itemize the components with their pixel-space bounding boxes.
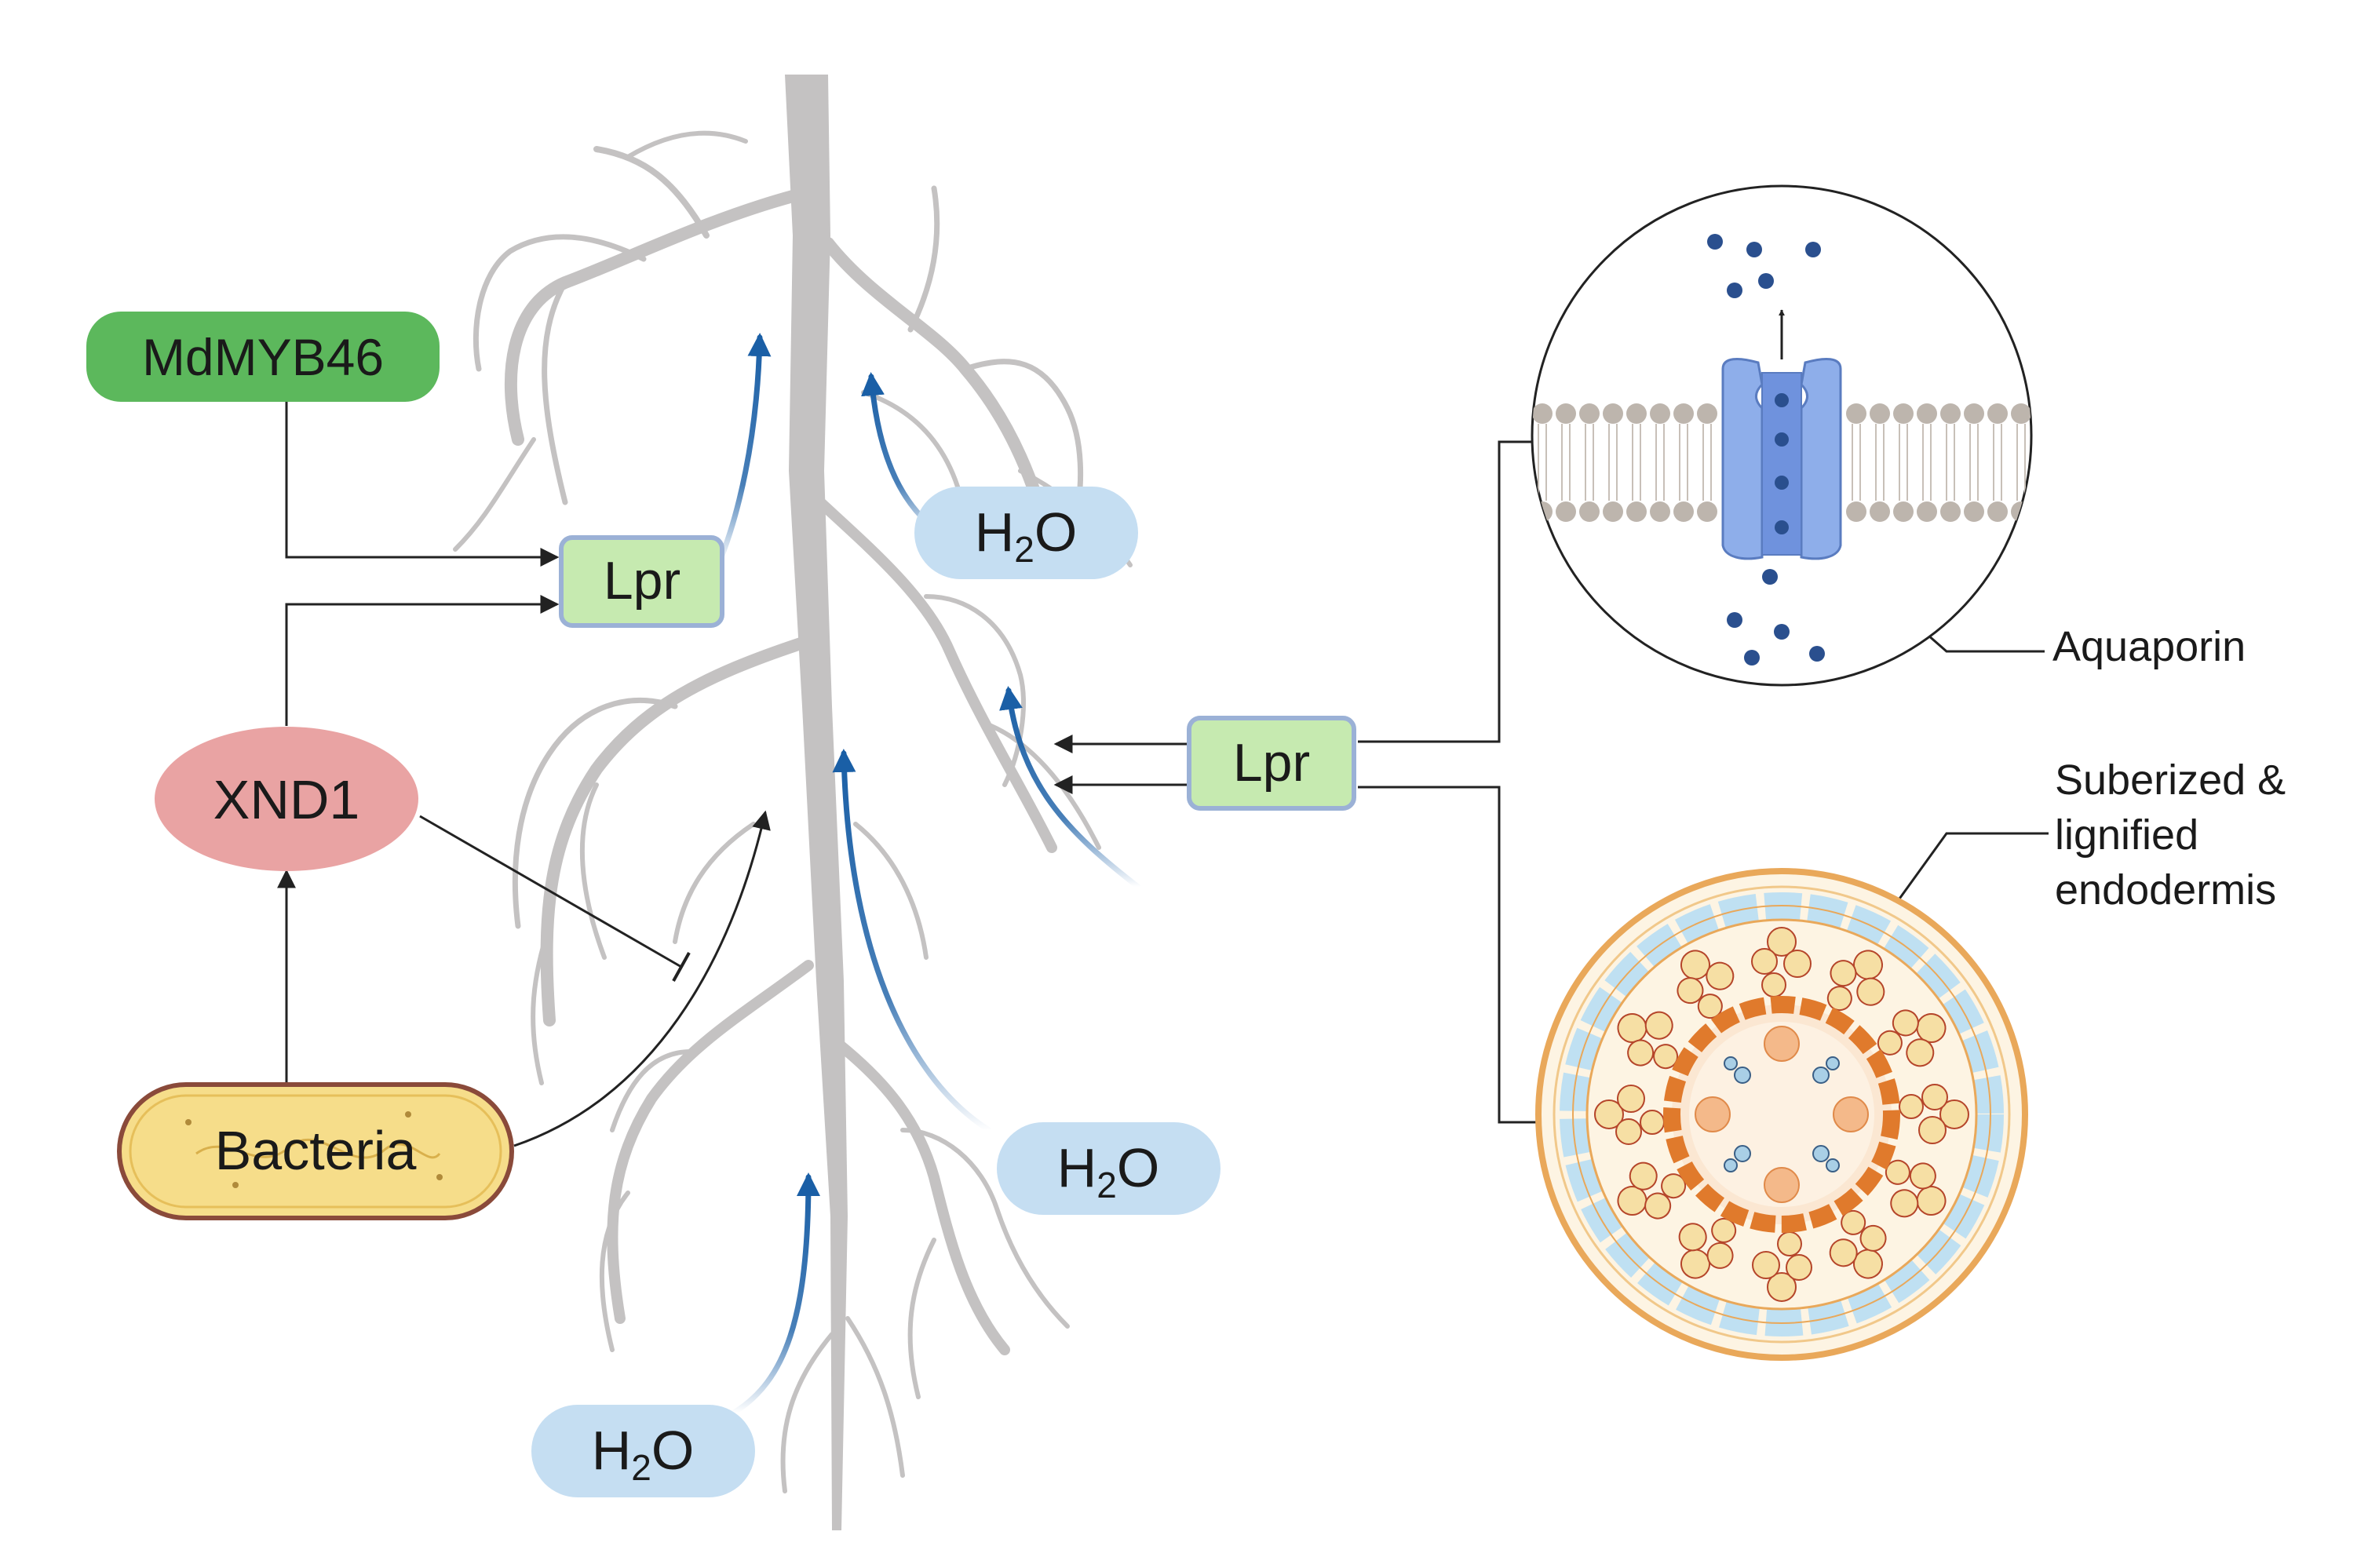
svg-text:H2O: H2O xyxy=(975,501,1078,570)
endodermis-label-line2: lignified xyxy=(2055,811,2198,859)
endodermis-label-line1: Suberized & xyxy=(2055,757,2286,804)
aquaporin-label: Aquaporin xyxy=(2052,623,2246,670)
mdmyb46-label: MdMYB46 xyxy=(142,328,384,386)
inhibit-xnd1-to-root xyxy=(419,815,682,968)
bacteria-label: Bacteria xyxy=(215,1120,417,1181)
water-pill: H2O xyxy=(997,1122,1221,1215)
inhibit-bar xyxy=(672,952,691,982)
lpr-right-label: Lpr xyxy=(1233,733,1310,793)
flow-arrow xyxy=(832,749,992,1133)
flow-arrow xyxy=(999,686,1141,890)
aquaporin-channel xyxy=(1721,309,1842,560)
arrow-xnd1-to-lpr xyxy=(285,595,560,726)
lateral-root xyxy=(833,1038,1010,1355)
water-molecules xyxy=(1707,234,1825,665)
aquaporin-lens xyxy=(1531,184,2033,687)
water-pill: H2O xyxy=(531,1405,755,1497)
node-lpr-left: Lpr xyxy=(559,535,724,628)
arrow-mdmyb46-to-lpr xyxy=(285,400,560,567)
endodermis-cross-section xyxy=(1535,868,2028,1361)
arrow-bacteria-to-root xyxy=(513,810,771,1147)
node-lpr-right: Lpr xyxy=(1187,716,1356,811)
node-xnd1: XND1 xyxy=(155,727,418,871)
taproot xyxy=(785,75,848,1530)
lateral-root xyxy=(815,497,1057,853)
water-pill: H2O xyxy=(914,487,1138,579)
svg-text:H2O: H2O xyxy=(1057,1137,1160,1205)
endodermis-label-line3: endodermis xyxy=(2055,866,2276,913)
xnd1-label: XND1 xyxy=(213,769,360,830)
flow-arrow xyxy=(715,333,772,568)
root-system xyxy=(453,75,1133,1530)
lateral-root xyxy=(607,960,814,1324)
node-mdmyb46: MdMYB46 xyxy=(86,312,440,402)
node-bacteria: Bacteria xyxy=(117,1082,514,1220)
flow-arrow xyxy=(731,1172,820,1416)
svg-text:H2O: H2O xyxy=(592,1420,695,1488)
lpr-left-label: Lpr xyxy=(604,551,680,611)
